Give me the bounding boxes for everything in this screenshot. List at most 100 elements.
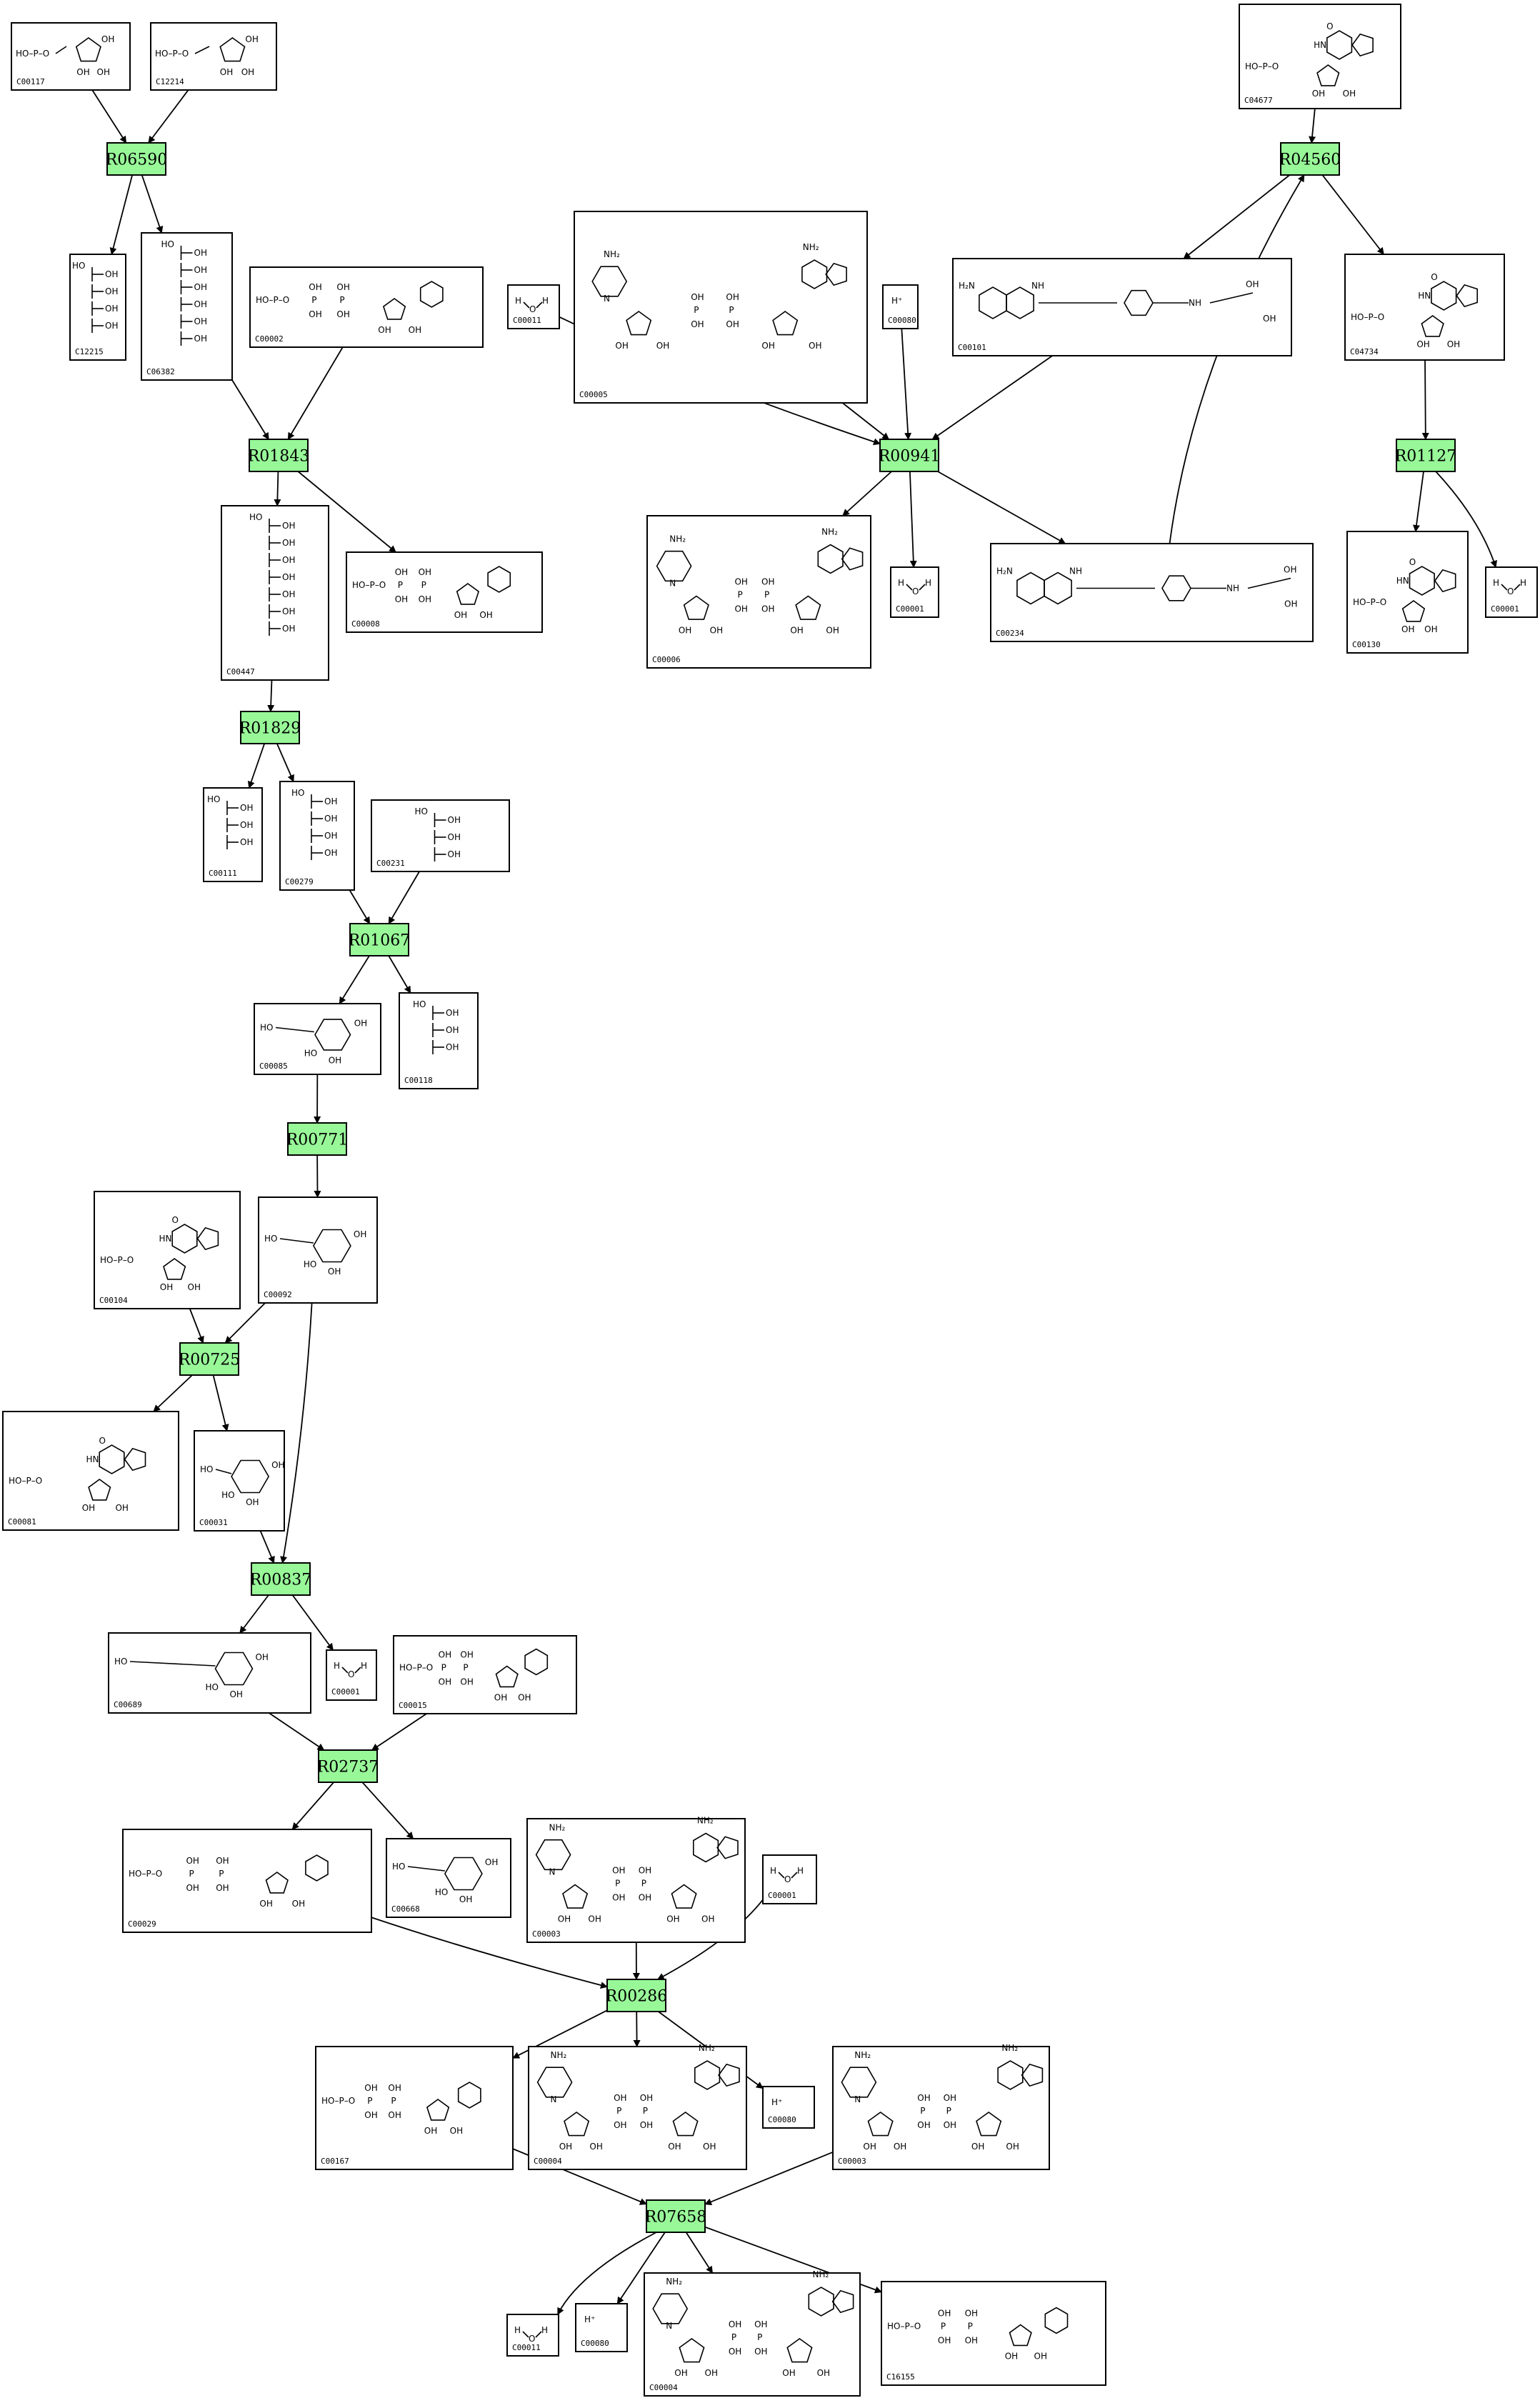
reaction-edge — [1435, 471, 1498, 568]
compound-node[interactable]: H⁺C00080 — [762, 2086, 815, 2129]
compound-id-label: C00003 — [532, 1929, 561, 1939]
atom-label: OH — [271, 1460, 284, 1470]
atom-label: NH₂ — [813, 2269, 829, 2279]
atom-label: OH — [450, 2126, 463, 2136]
reaction-node[interactable]: R00725 — [179, 1342, 241, 1376]
compound-node[interactable]: H⁺C00080 — [882, 284, 919, 329]
reaction-node[interactable]: R01127 — [1395, 439, 1457, 472]
reaction-node[interactable]: R00837 — [250, 1562, 312, 1596]
ring-bond — [314, 1019, 351, 1051]
atom-label: N — [854, 2094, 861, 2104]
atom-label: NH₂ — [854, 2050, 871, 2060]
reaction-node[interactable]: R00771 — [286, 1122, 349, 1156]
reaction-edge — [259, 1530, 275, 1564]
atom-label: O — [1409, 557, 1416, 567]
atom-label: NH₂ — [604, 249, 620, 259]
reaction-node[interactable]: R00941 — [879, 439, 941, 472]
reaction-node[interactable]: R00286 — [606, 1979, 668, 2012]
reaction-box — [287, 1122, 347, 1156]
compound-box — [762, 2086, 815, 2129]
ring-bond — [626, 311, 652, 336]
reaction-node[interactable]: R01843 — [248, 439, 310, 472]
atom-label: OH — [388, 2110, 401, 2120]
atom-label: O — [529, 304, 536, 314]
reaction-node[interactable]: R06590 — [106, 142, 168, 176]
atom-label: H — [925, 578, 931, 588]
atom-label: H — [1493, 578, 1499, 588]
atom-label: HO–P–O — [1353, 597, 1386, 607]
ring-bond — [1401, 600, 1426, 622]
atom-label: OH — [282, 624, 295, 634]
bond — [1514, 584, 1521, 591]
atom-label: HO–P–O — [256, 295, 289, 305]
reaction-box — [349, 923, 409, 956]
compound-box — [386, 1838, 511, 1918]
compound-node[interactable]: H⁺C00080 — [575, 2303, 628, 2352]
reaction-edge — [109, 174, 134, 255]
reaction-node[interactable]: R01829 — [239, 711, 301, 744]
compound-id-label: C00003 — [838, 2157, 866, 2166]
compound-id-label: C00130 — [1352, 640, 1381, 649]
ring-bond — [808, 2287, 834, 2317]
atom-label: HO — [291, 788, 304, 798]
atom-label: H — [1520, 578, 1526, 588]
atom-label: OH — [240, 837, 253, 847]
compound-id-label: C00001 — [1491, 604, 1519, 614]
ring-bond — [124, 1447, 146, 1472]
reaction-edge — [842, 471, 892, 516]
atom-label: OH — [101, 34, 114, 44]
reaction-node[interactable]: R02737 — [317, 1749, 379, 1783]
reaction-box — [318, 1749, 378, 1783]
atom-label: OH — [354, 1229, 366, 1239]
ring-bond — [1421, 315, 1444, 337]
reaction-node[interactable]: R04560 — [1279, 142, 1341, 176]
ring-bond — [214, 1652, 254, 1686]
atom-label: OH — [97, 67, 110, 77]
reaction-node[interactable]: R07658 — [645, 2199, 707, 2233]
reaction-edge — [287, 346, 344, 440]
bond — [55, 46, 67, 54]
reaction-node[interactable]: R01067 — [349, 923, 411, 956]
atom-label: OH — [424, 2126, 437, 2136]
atom-label: OH — [324, 848, 337, 858]
